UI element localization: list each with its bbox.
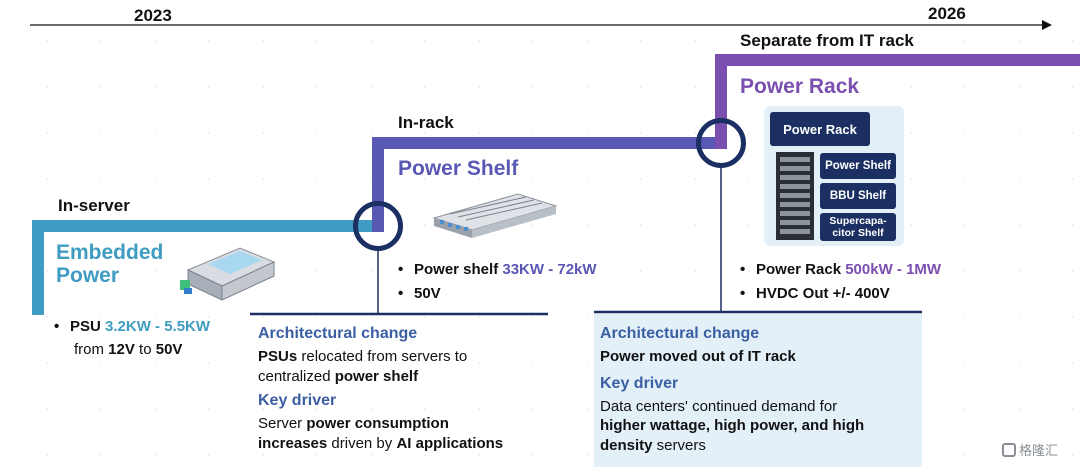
panel-right-driver-text: Data centers' continued demand for highe… (600, 397, 865, 454)
panel-middle-arch-heading: Architectural change (258, 325, 418, 342)
panel-right-bg (594, 314, 922, 467)
bullet-hvdc: •HVDC Out +/- 400V (740, 285, 890, 302)
watermark: 格隆汇 (1002, 440, 1058, 459)
panel-right-driver-heading: Key driver (600, 374, 679, 392)
title-embedded-power: Embedded Power (56, 241, 164, 288)
node-separate (696, 118, 746, 168)
bullet-50v: •50V (398, 285, 441, 302)
timeline-arrowhead (1042, 20, 1052, 30)
stage-label-separate: Separate from IT rack (740, 31, 914, 50)
year-end: 2026 (928, 4, 966, 23)
panel-middle: Architectural change PSUs relocated from… (258, 325, 548, 453)
box-power-rack: Power Rack (770, 112, 870, 146)
year-start: 2023 (134, 6, 172, 25)
title-power-rack: Power Rack (740, 75, 860, 98)
psu-image (180, 247, 276, 301)
step-in-server (32, 220, 372, 315)
stage-label-in-rack: In-rack (398, 113, 454, 132)
bullet-power-rack: •Power Rack 500kW - 1MW (740, 261, 942, 278)
panel-middle-driver-heading: Key driver (258, 392, 337, 409)
panel-middle-arch-text: PSUs relocated from servers to centraliz… (258, 348, 468, 385)
server-rack-icon (776, 152, 814, 240)
box-power-shelf: Power Shelf (820, 153, 896, 179)
bullet-psu-voltage: from 12V to 50V (74, 341, 183, 358)
panel-right-arch-text: Power moved out of IT rack (600, 348, 796, 365)
watermark-logo-icon (1002, 442, 1016, 457)
box-supercapacitor-shelf: Supercapa- citor Shelf (820, 213, 896, 241)
bullet-power-shelf: •Power shelf 33KW - 72kW (398, 261, 597, 278)
box-bbu-shelf: BBU Shelf (820, 183, 896, 209)
power-shelf-image (432, 193, 558, 238)
panel-right: Architectural change Power moved out of … (600, 325, 918, 455)
stage-label-in-server: In-server (58, 196, 130, 215)
panel-middle-driver-text: Server power consumption increases drive… (258, 415, 504, 452)
bullet-psu: •PSU 3.2KW - 5.5KW (54, 318, 211, 335)
node-in-rack (353, 201, 403, 251)
title-power-shelf: Power Shelf (398, 157, 519, 180)
panel-right-arch-heading: Architectural change (600, 325, 760, 342)
